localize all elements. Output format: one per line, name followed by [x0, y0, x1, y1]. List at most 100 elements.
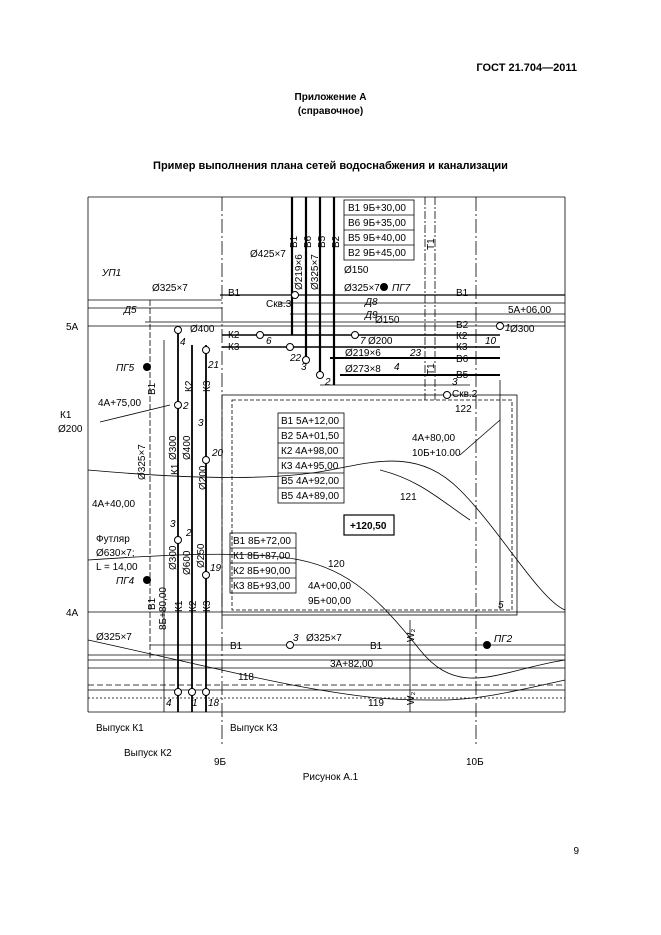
- mid-table-row: К2 4А+98,00: [281, 446, 339, 457]
- label-k1-diam: Ø200: [58, 424, 83, 435]
- label-d9: Д9: [364, 310, 378, 321]
- label-line: В1: [147, 597, 158, 610]
- label-diam: Ø150: [344, 265, 369, 276]
- label-line: К1: [170, 463, 181, 475]
- label-k1: К1: [60, 410, 72, 421]
- axis-row-4a: 4А: [66, 608, 79, 619]
- mid-table-row: В1 5А+12,00: [281, 416, 340, 427]
- axis-col-9b: 9Б: [214, 757, 227, 768]
- node-number: 4: [166, 698, 172, 709]
- node-number: 1: [192, 698, 198, 709]
- label-line: В2: [456, 320, 469, 331]
- axis-col-10b: 10Б: [466, 757, 484, 768]
- label-line: В5: [317, 235, 328, 248]
- label-chainage: 4А+40,00: [92, 499, 136, 510]
- figure-caption: Рисунок А.1: [302, 772, 359, 783]
- ground-elevation: +120,50: [350, 521, 387, 532]
- label-diam: Ø300: [168, 435, 179, 460]
- contour-label: 119: [368, 698, 384, 709]
- label-line: К1: [174, 600, 185, 612]
- node-number: 19: [210, 563, 222, 574]
- label-diam: Ø400: [190, 324, 215, 335]
- label-diam: Ø200: [368, 336, 393, 347]
- node-number: 2: [185, 528, 192, 539]
- label-line: К3: [202, 380, 213, 392]
- label-diam: Ø300: [168, 545, 179, 570]
- label-skv3: Скв.3: [266, 299, 292, 310]
- label-chainage: 10Б+10.00: [412, 448, 461, 459]
- node-number: 4: [180, 337, 186, 348]
- label-diam: Ø325×7: [152, 283, 188, 294]
- label-line: В2: [331, 235, 342, 248]
- label-chainage: 4А+80,00: [412, 433, 456, 444]
- node-number: 10: [485, 336, 497, 347]
- label-line: К2: [456, 331, 468, 342]
- label-diam: Ø219×6: [345, 348, 381, 359]
- label-outlet-k1: Выпуск К1: [96, 723, 144, 734]
- axis-row-5a: 5А: [66, 322, 79, 333]
- mid-table-row: В5 4А+89,00: [281, 491, 340, 502]
- top-table-row: В1 9Б+30,00: [348, 203, 406, 214]
- label-diam: Ø600: [182, 550, 193, 575]
- label-line: К2: [188, 600, 199, 612]
- node-number: 7: [360, 336, 366, 347]
- top-table-row: В6 9Б+35,00: [348, 218, 406, 229]
- appendix-title: Приложение А: [294, 92, 367, 103]
- low-table-row: К2 8Б+90,00: [233, 566, 291, 577]
- label-diam: Ø273×8: [345, 364, 381, 375]
- node-number: 5: [498, 600, 504, 611]
- label-line: W₂: [406, 629, 417, 642]
- label-diam: Ø250: [196, 543, 207, 568]
- standard-number: ГОСТ 21.704—2011: [476, 62, 577, 74]
- label-line: К2: [228, 330, 240, 341]
- label-chainage: 8Б+80,00: [158, 587, 169, 630]
- node-number: 3: [301, 362, 307, 373]
- label-chainage: 5А+06,00: [508, 305, 552, 316]
- label-diam: Ø325×7: [137, 444, 148, 480]
- label-casing: Ø630×7;: [96, 548, 135, 559]
- label-chainage: 3А+82,00: [330, 659, 374, 670]
- label-line: В1: [147, 382, 158, 395]
- label-skv2: Скв.2: [452, 389, 478, 400]
- node-number: 6: [266, 336, 272, 347]
- mid-table-row: В5 4А+92,00: [281, 476, 340, 487]
- low-table-row: К3 8Б+93,00: [233, 581, 291, 592]
- top-table-row: В5 9Б+40,00: [348, 233, 406, 244]
- contour-label: 118: [238, 672, 254, 683]
- contour-label: 121: [400, 492, 417, 503]
- label-line: В6: [303, 235, 314, 248]
- node-number: 2: [182, 401, 189, 412]
- label-line: В6: [456, 354, 469, 365]
- label-casing: L = 14,00: [96, 562, 138, 573]
- page-number: 9: [573, 846, 579, 857]
- label-diam: Ø325×7: [96, 632, 132, 643]
- label-diam: Ø325×7: [344, 283, 380, 294]
- node-number: 18: [208, 698, 220, 709]
- mid-table-row: К3 4А+95,00: [281, 461, 339, 472]
- label-diam: Ø300: [510, 324, 535, 335]
- label-line: В1: [370, 641, 383, 652]
- top-table-row: В2 9Б+45,00: [348, 248, 406, 259]
- label-diam: Ø325×7: [306, 633, 342, 644]
- label-line: В1: [456, 288, 469, 299]
- label-pg4: ПГ4: [116, 576, 135, 587]
- label-d8: Д8: [364, 297, 378, 308]
- label-line: В5: [456, 370, 469, 381]
- label-line: К2: [184, 380, 195, 392]
- figure-title: Пример выполнения плана сетей водоснабже…: [153, 160, 508, 172]
- label-d5: Д5: [123, 305, 137, 316]
- label-pg5: ПГ5: [116, 363, 135, 374]
- label-outlet-k2: Выпуск К2: [124, 748, 172, 759]
- label-line: W₂: [406, 692, 417, 705]
- appendix-note: (справочное): [297, 106, 364, 117]
- label-line: В1: [230, 641, 243, 652]
- label-line: В1: [289, 235, 300, 248]
- node-number: 3: [452, 377, 458, 388]
- label-chainage: 4А+75,00: [98, 398, 142, 409]
- label-chainage: 4А+00,00: [308, 581, 352, 592]
- label-diam: Ø400: [182, 435, 193, 460]
- node-number: 2: [324, 377, 331, 388]
- contour-label: 120: [328, 559, 345, 570]
- label-line: Т1: [426, 238, 437, 250]
